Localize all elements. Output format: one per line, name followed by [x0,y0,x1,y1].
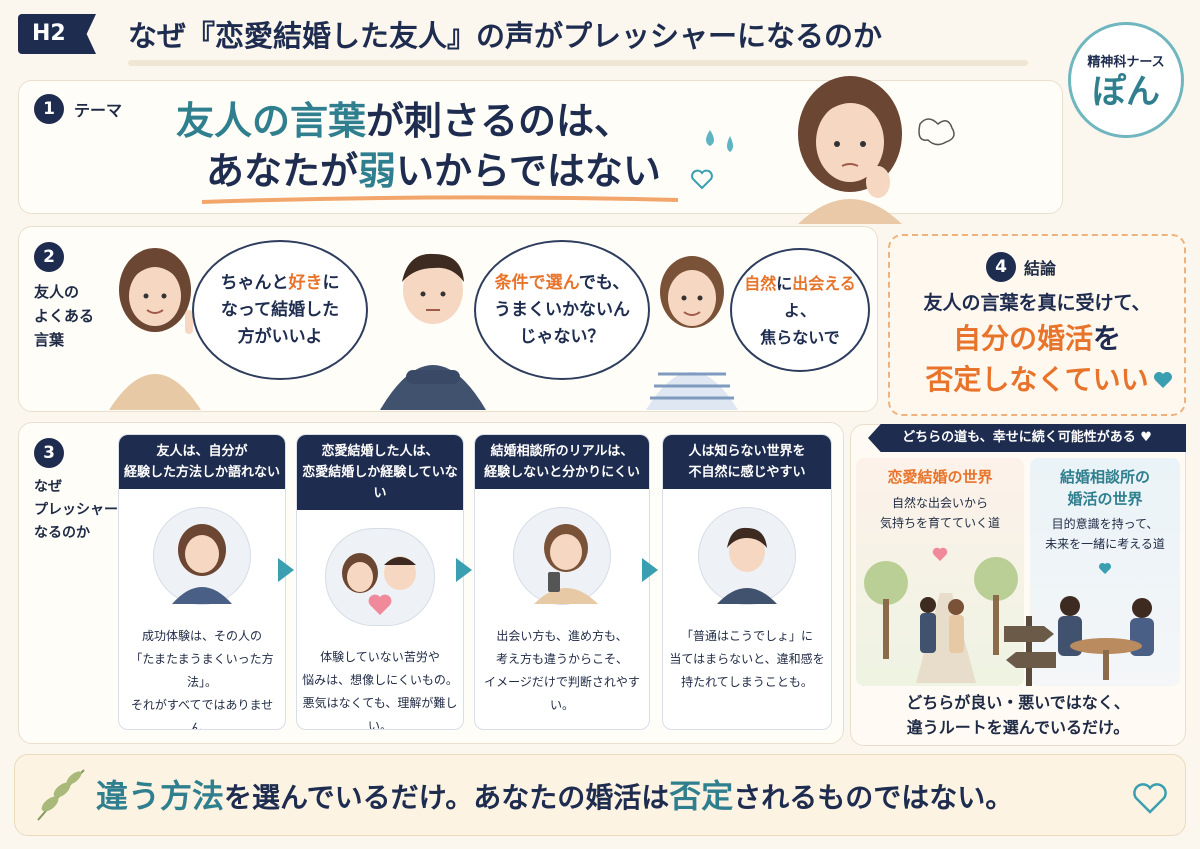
reason-illustration-3 [513,507,611,605]
theme-headline: 友人の言葉が刺さるのは、 あなたが弱いからではない [176,99,661,193]
reason-card-3: 結婚相談所のリアルは、経験しないと分かりにくい 出会い方も、進め方も、 考え方も… [474,434,650,730]
speech-bubble-conditions: 条件で選んでも、 うまくいかないん じゃない？ [474,240,650,380]
friend-woman2-illustration [646,256,738,410]
section1-number: 1 [34,94,64,124]
header-badge: H2 [18,14,96,54]
section4-card [888,234,1186,416]
section4-label: 結論 [1024,259,1057,278]
reason-illustration-1 [153,507,251,605]
sweat-drops-icon [706,130,733,152]
reason-card-1: 友人は、自分が経験した方法しか語れない 成功体験は、その人の 「たまたまうまくい… [118,434,286,730]
thinking-man-icon [717,527,777,604]
section3-number: 3 [34,438,64,468]
heart-icon [691,169,713,190]
theme-underline-stroke [201,195,679,204]
page-title: なぜ『恋愛結婚した友人』の声がプレッシャーになるのか [128,19,883,53]
conclusion-text: 友人の言葉を真に受けて、 自分の婚活を 否定しなくていい [923,292,1151,396]
bottom-banner [14,754,1186,836]
section1-heading: 1 テーマ [34,94,122,124]
arrow-right-icon [642,558,658,582]
reason-card-4: 人は知らない世界を不自然に感じやすい 「普通はこうでしょ」に 当てはまらないと、… [662,434,832,730]
section3-label: なぜ プレッシャーに なるのか [34,479,132,541]
reason-illustration-2 [325,528,435,626]
section2-label: 友人の よくある 言葉 [34,283,95,349]
speech-bubble-natural: 自然に出会えるよ、 焦らないで [730,248,870,372]
marriage-agency-world: 結婚相談所の 婚活の世界 目的意識を持って、 未来を一緒に考える道 [1030,458,1180,686]
section4-number: 4 [986,252,1016,282]
section4-heading: 4 結論 [986,252,1056,282]
header-underline [128,60,1028,66]
love-marriage-world: 恋愛結婚の世界 自然な出会いから 気持ちを育てていく道 [856,458,1024,686]
arrow-right-icon [278,558,294,582]
thinking-woman-icon [172,524,232,604]
routes-footer: どちらが良い・悪いではなく、 違うルートを選んでいるだけ。 [906,693,1130,737]
section1-label: テーマ [74,101,123,120]
section3-heading: 3 なぜ プレッシャーに なるのか [34,438,132,545]
couple-walking-illustration [864,547,1018,683]
signpost-icon [1004,616,1056,686]
reason-card-2: 恋愛結婚した人は、恋愛結婚しか経験していない 体験していない苦労や 悩みは、想像… [296,434,464,730]
badge-text: H2 [32,21,66,46]
section2-number: 2 [34,242,64,272]
woman-phone-icon [534,524,598,604]
friend-woman-illustration [109,248,201,410]
heart-icon: ♥ [1140,430,1152,445]
stamp-role: 精神科ナース [1087,55,1165,70]
heart-icon [1154,372,1172,388]
leaf-branch-icon [37,769,85,821]
bottom-message: 違う方法を選んでいるだけ。あなたの婚活は否定されるものではない。 [96,777,1014,815]
friend-man-illustration [380,253,486,410]
worried-woman-illustration [798,76,955,224]
couple-heart-icon [342,553,416,615]
author-stamp: 精神科ナース ぽん [1068,22,1184,138]
reason-illustration-4 [698,507,796,605]
stamp-name: ぽん [1092,72,1160,112]
routes-banner: どちらの道も、幸せに続く可能性がある ♥ [868,424,1186,452]
section2-heading: 2 友人の よくある 言葉 [34,242,94,352]
heart-icon [1133,783,1167,814]
arrow-right-icon [456,558,472,582]
speech-bubble-love: ちゃんと好きに なって結婚した 方がいいよ [192,240,368,380]
couple-cafe-illustration [1058,562,1154,680]
